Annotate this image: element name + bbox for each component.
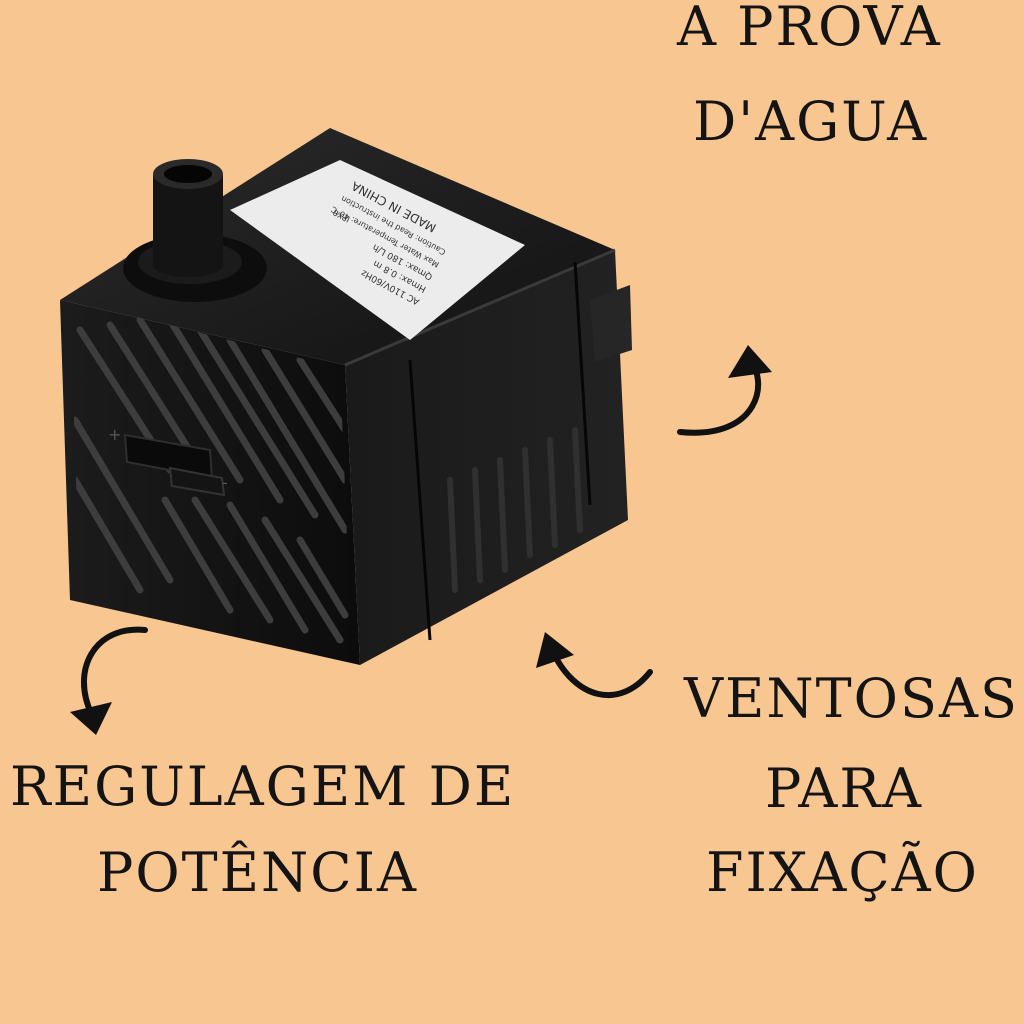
callout-waterproof-line2: D'AGUA: [693, 90, 929, 153]
svg-text:-: -: [222, 473, 228, 492]
callout-power-line1: REGULAGEM DE: [10, 755, 516, 818]
callout-waterproof-line1: A PROVA: [677, 0, 942, 58]
power-slider: + -: [108, 425, 228, 497]
callout-suction-line3: FIXAÇÃO: [706, 841, 979, 904]
callout-power-line2: POTÊNCIA: [97, 841, 418, 904]
svg-text:+: +: [108, 425, 121, 444]
pump-side-face: [345, 250, 628, 665]
callout-suction-line2: PARA: [765, 757, 924, 820]
outlet-nozzle: [123, 159, 267, 302]
callout-suction-line1: VENTOSAS: [684, 667, 1019, 730]
product-sticker: AC 110V/60Hz Hmax: 0.8 m Qmax: 180 L/h M…: [230, 160, 525, 340]
